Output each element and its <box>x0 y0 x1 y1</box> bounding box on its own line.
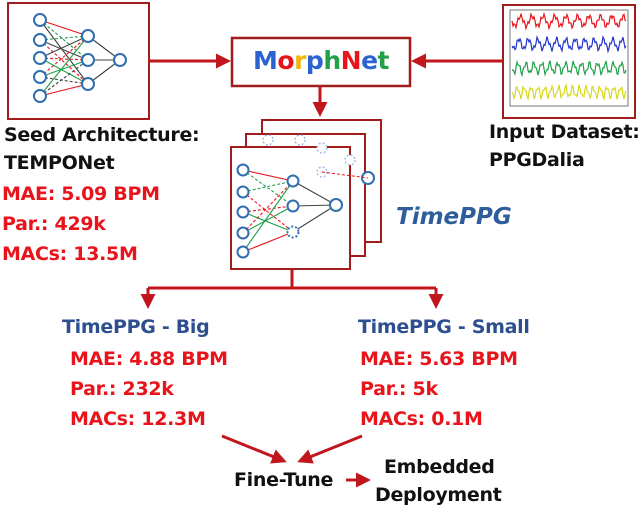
network-edge <box>39 19 89 61</box>
network-edge <box>242 169 294 182</box>
network-node <box>81 53 95 67</box>
seed-title-line2: TEMPONet <box>4 152 115 174</box>
pruned-node <box>294 134 306 146</box>
network-node <box>33 13 47 27</box>
big-params: Par.: 232k <box>70 378 174 400</box>
seed-network-graphic <box>33 13 127 103</box>
small-title: TimePPG - Small <box>358 316 530 338</box>
network-edge <box>242 191 294 233</box>
network-edge <box>39 39 89 61</box>
network-node <box>236 185 250 199</box>
morphnet-letter: M <box>253 46 278 75</box>
network-edge <box>292 204 337 233</box>
network-node <box>329 198 343 212</box>
ppg-signals-graphic <box>511 11 627 102</box>
seed-macs: MACs: 13.5M <box>2 243 138 265</box>
morphnet-letter: e <box>361 46 378 75</box>
big-macs: MACs: 12.3M <box>70 408 206 430</box>
network-node <box>81 77 95 91</box>
small-macs: MACs: 0.1M <box>360 408 483 430</box>
network-edge <box>39 83 89 97</box>
morphnet-letter: p <box>305 46 324 75</box>
network-edge <box>39 76 89 85</box>
big-mae: MAE: 4.88 BPM <box>70 348 228 370</box>
finetune-label: Fine-Tune <box>234 469 334 491</box>
network-node <box>81 29 95 43</box>
morphnet-letter: o <box>277 46 295 75</box>
deployment-line1: Embedded <box>384 456 495 478</box>
network-edge <box>39 35 89 97</box>
network-node <box>236 226 250 240</box>
morphnet-letter: h <box>323 46 341 75</box>
network-edge <box>242 231 294 253</box>
morphnet-letter: r <box>294 46 306 75</box>
morphnet-box <box>230 36 412 88</box>
network-edge <box>39 19 89 85</box>
ppg-signal-line <box>511 59 627 78</box>
network-edge <box>39 57 89 61</box>
small-mae: MAE: 5.63 BPM <box>360 348 518 370</box>
network-node <box>286 225 300 239</box>
pruned-node <box>262 134 274 146</box>
network-edge <box>39 39 89 85</box>
ppg-signal-line <box>511 11 627 31</box>
timeppg-network-graphic <box>236 134 375 259</box>
network-node <box>33 89 47 103</box>
network-node <box>113 53 127 67</box>
pruned-node <box>344 154 356 166</box>
network-edge <box>39 59 89 78</box>
ppg-signal-line <box>511 82 627 102</box>
network-edge <box>292 204 337 207</box>
network-node <box>236 163 250 177</box>
network-edge <box>39 35 89 41</box>
network-edge <box>242 169 294 207</box>
input-title-line1: Input Dataset: <box>489 121 640 143</box>
network-node <box>33 70 47 84</box>
network-edge <box>39 57 89 85</box>
network-edge <box>242 205 294 213</box>
deployment-line2: Deployment <box>375 484 502 506</box>
small-params: Par.: 5k <box>360 378 438 400</box>
arrow-big-to-finetune <box>221 434 287 464</box>
big-title: TimePPG - Big <box>62 316 210 338</box>
morphnet-letter: N <box>340 46 362 75</box>
seed-params: Par.: 429k <box>2 213 106 235</box>
network-edge <box>242 205 294 234</box>
network-edge <box>242 180 294 253</box>
network-edge <box>321 171 369 179</box>
network-node <box>286 199 300 213</box>
timeppg-label: TimePPG <box>396 204 512 230</box>
input-title-line2: PPGDalia <box>489 149 585 171</box>
arrow-small-to-finetune <box>297 434 363 464</box>
network-edge <box>39 59 89 97</box>
seed-mae: MAE: 5.09 BPM <box>2 183 160 205</box>
network-edge <box>39 19 89 37</box>
morphnet-letter: t <box>377 46 390 75</box>
network-edge <box>292 180 337 206</box>
network-node <box>33 51 47 65</box>
network-edge <box>242 180 294 234</box>
network-edge <box>242 211 294 233</box>
network-edge <box>39 35 89 59</box>
network-node <box>33 33 47 47</box>
morphnet-title: MorphNet <box>232 46 410 75</box>
network-node <box>286 174 300 188</box>
ppg-signal-line <box>511 35 627 54</box>
pruned-node <box>316 142 328 154</box>
network-node <box>236 245 250 259</box>
seed-title-line1: Seed Architecture: <box>4 124 200 146</box>
seed-architecture-frame <box>7 2 150 120</box>
network-edge <box>39 35 89 78</box>
network-node <box>236 205 250 219</box>
network-edge <box>242 180 294 193</box>
